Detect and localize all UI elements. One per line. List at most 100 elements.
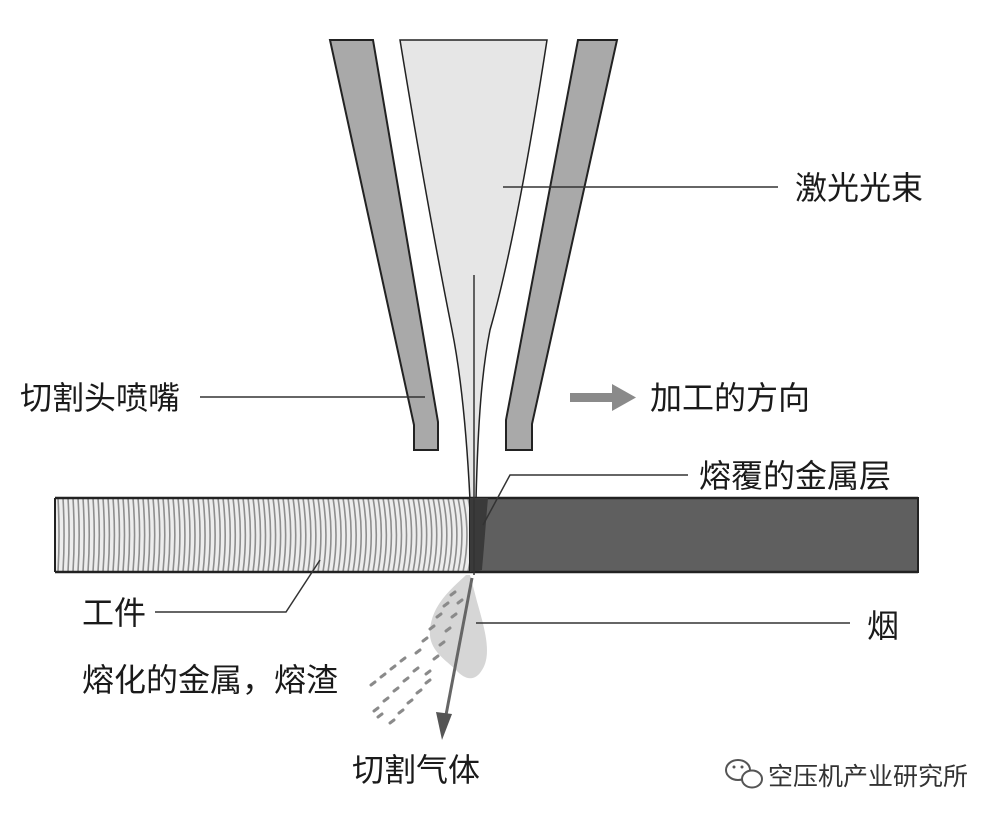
hatch-line [112,498,116,572]
slag-dash [444,626,452,633]
nozzle-left-wall [328,39,439,451]
leader-clad-layer [482,474,688,526]
hatch-line [432,498,438,572]
hatch-line [317,498,322,572]
hatch-line [92,498,96,572]
slag-dash [372,706,380,713]
hatch-line [402,498,408,572]
hatch-line [392,498,398,572]
hatch-line [342,498,347,572]
hatch-line [352,498,357,572]
hatch-line [157,498,161,572]
hatch-line [237,498,242,572]
hatch-line [417,498,423,572]
cutting-gas-arrow [444,577,474,716]
slag-dash [414,648,422,655]
label-molten-metal: 熔化的金属，熔渣 [82,661,338,699]
hatch-line [197,498,201,572]
slag-dash [438,640,446,647]
hatch-line [387,498,393,572]
hatch-line [377,498,383,572]
slag-dash [388,718,396,725]
hatch-line [322,498,327,572]
hatch-line [452,498,458,572]
hatch-line [222,498,226,572]
hatch-line [192,498,196,572]
slag-particles [369,590,464,725]
hatch-line [297,498,302,572]
hatch-line [397,498,403,572]
hatch-line [67,498,70,572]
slag-dash [421,636,429,643]
hatch-line [212,498,216,572]
watermark-text: 空压机产业研究所 [768,762,968,791]
slag-dash [402,676,410,683]
hatch-line [437,498,443,572]
hatch-line [227,498,232,572]
slag-dash [450,612,458,619]
hatch-line [177,498,181,572]
hatch-line [327,498,332,572]
hatch-line [302,498,307,572]
hatch-line [252,498,257,572]
hatch-line [182,498,186,572]
label-clad-layer: 熔覆的金属层 [699,457,891,495]
hatch-line [267,498,272,572]
hatch-line [97,498,101,572]
label-workpiece: 工件 [82,594,146,632]
hatch-line [272,498,277,572]
hatch-line [72,498,75,572]
slag-dash [456,598,464,605]
hatch-line [382,498,388,572]
slag-dash [442,601,450,608]
hatch-line [447,498,453,572]
label-nozzle: 切割头喷嘴 [20,379,180,417]
hatch-line [457,498,463,572]
slag-dash [424,678,432,685]
hatch-line [217,498,221,572]
hatch-line [407,498,413,572]
hatch-line [362,498,367,572]
slag-dash [369,680,377,687]
hatch-line [107,498,111,572]
label-cutting-gas: 切割气体 [352,751,480,789]
nozzle-right-wall [505,39,619,451]
hatch-line [187,498,191,572]
hatch-line [202,498,206,572]
hatch-line [307,498,312,572]
hatch-line [152,498,156,572]
hatch-line [332,498,337,572]
hatch-line [257,498,262,572]
wechat-icon [725,759,763,789]
hatch-line [162,498,166,572]
hatch-line [77,498,80,572]
hatch-line [337,498,342,572]
hatch-line [142,498,146,572]
hatch-line [262,498,267,572]
hatch-line [442,498,448,572]
hatch-line [357,498,362,572]
hatch-line [282,498,287,572]
label-direction: 加工的方向 [650,379,810,417]
workpiece-cut-section [55,498,470,572]
hatch-line [117,498,121,572]
slag-dash [389,664,397,671]
hatch-line [372,498,378,572]
hatch-line [287,498,292,572]
slag-dash [376,712,384,719]
hatch-line [122,498,126,572]
workpiece-uncut-section [469,497,919,573]
hatch-line [167,498,171,572]
hatch-line [427,498,433,572]
hatch-line [87,498,91,572]
slag-dash [399,656,407,663]
label-smoke: 烟 [867,607,899,645]
hatch-line [367,498,373,572]
slag-dash [412,666,420,673]
slag-dash [424,669,432,676]
smoke-plume [429,575,487,679]
hatch-line [312,498,317,572]
hatch-line [137,498,141,572]
hatch-line [147,498,151,572]
